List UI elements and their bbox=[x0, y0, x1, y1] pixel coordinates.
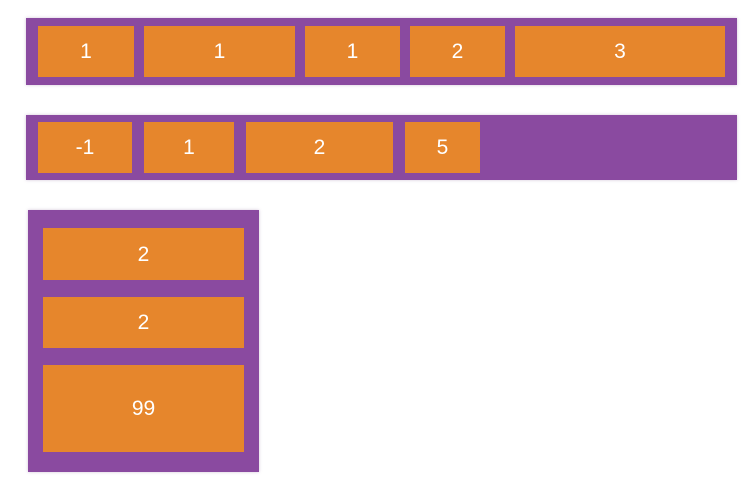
flex-container-column: 2 2 99 bbox=[28, 210, 259, 472]
flex-item: 1 bbox=[144, 26, 295, 77]
flex-item: 1 bbox=[38, 26, 134, 77]
flex-item: 99 bbox=[43, 365, 244, 452]
flex-item: 3 bbox=[515, 26, 725, 77]
flex-container-row-b: -1 1 2 5 bbox=[26, 115, 737, 180]
flex-item: -1 bbox=[38, 122, 132, 173]
flex-item: 1 bbox=[144, 122, 234, 173]
flex-item: 2 bbox=[43, 297, 244, 348]
flex-item: 2 bbox=[410, 26, 505, 77]
flex-container-row-a: 1 1 1 2 3 bbox=[26, 18, 737, 85]
flex-item: 2 bbox=[43, 228, 244, 280]
flex-item: 1 bbox=[305, 26, 400, 77]
flex-item: 5 bbox=[405, 122, 480, 173]
flex-item: 2 bbox=[246, 122, 393, 173]
